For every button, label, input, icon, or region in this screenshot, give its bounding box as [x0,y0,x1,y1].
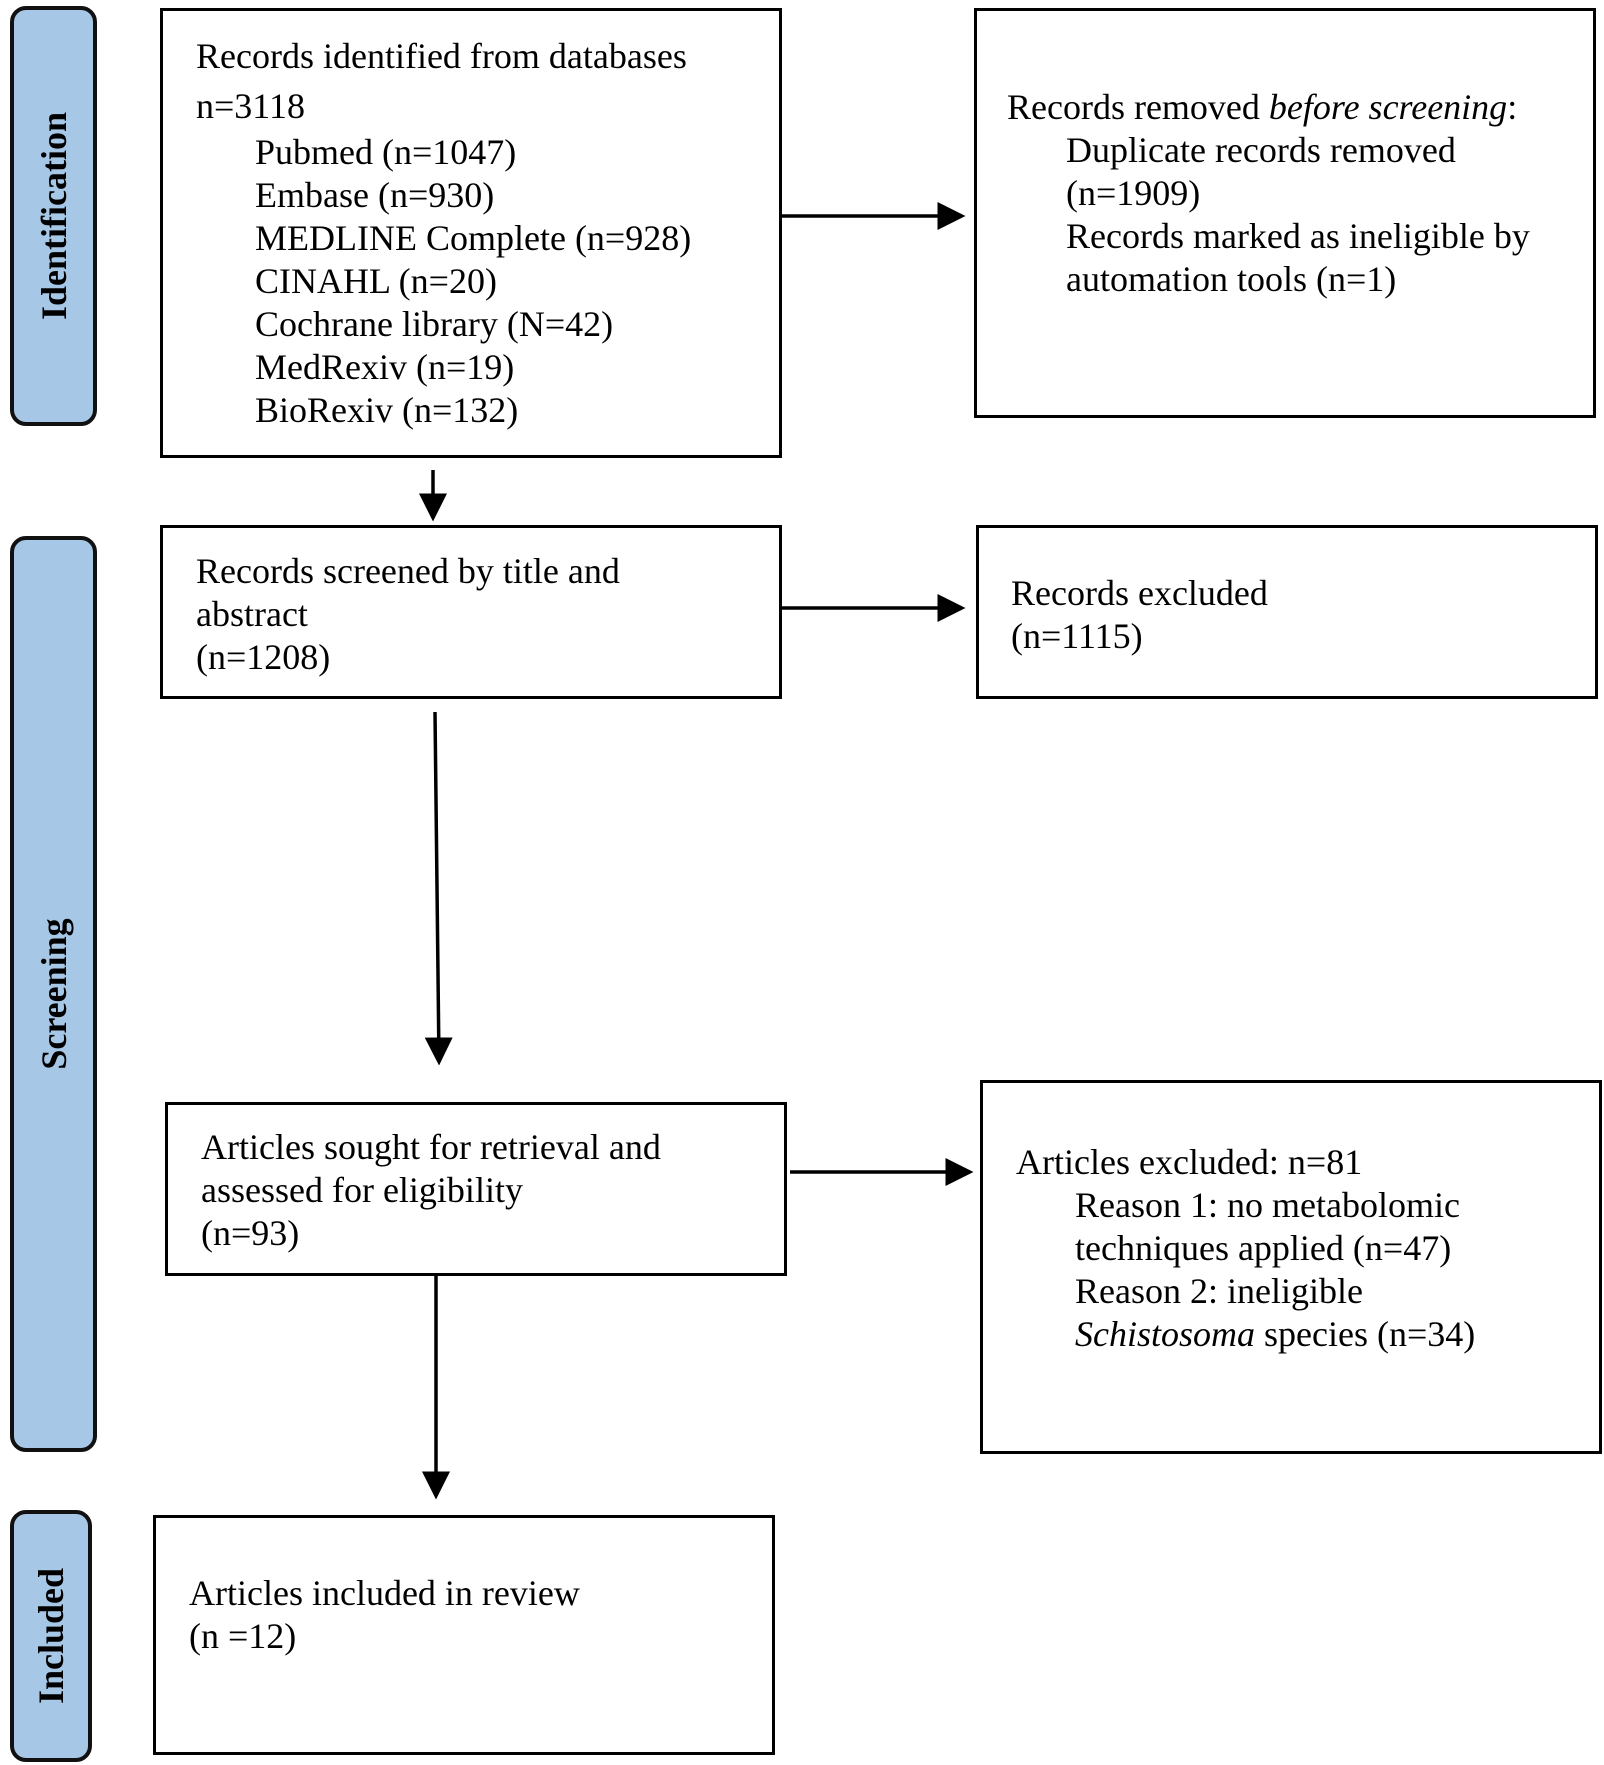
records-removed-prefix: Records removed [1007,87,1269,127]
phase-screening: Screening [10,536,97,1452]
phase-identification: Identification [10,6,97,426]
source-item: Cochrane library (N=42) [255,304,614,344]
records-screened-count: (n=1208) [196,637,331,677]
source-item: MEDLINE Complete (n=928) [255,218,692,258]
ineligible-automation-count: automation tools (n=1) [1066,259,1397,299]
articles-included-box: Articles included in review (n =12) [153,1515,775,1755]
source-item: MedRexiv (n=19) [255,347,515,387]
records-excluded-box: Records excluded (n=1115) [976,525,1598,699]
records-identified-total: n=3118 [196,86,305,126]
phase-screening-label: Screening [33,918,74,1070]
arrow-screened-to-sought [424,711,453,1066]
duplicate-records-count: (n=1909) [1066,173,1201,213]
source-item: Embase (n=930) [255,175,495,215]
source-item: CINAHL (n=20) [255,261,497,301]
source-item: BioRexiv (n=132) [255,390,519,430]
articles-included-count: (n =12) [189,1616,297,1656]
articles-excluded-box: Articles excluded: n=81 Reason 1: no met… [980,1080,1602,1454]
phase-included: Included [10,1510,92,1762]
records-identified-title: Records identified from databases [196,36,687,76]
exclusion-reason-2b: Schistosoma species (n=34) [1016,1313,1599,1356]
records-removed-emph: before screening [1268,87,1508,127]
records-screened-line1: Records screened by title and [196,551,620,591]
source-item: Pubmed (n=1047) [255,132,517,172]
records-screened-box: Records screened by title and abstract (… [160,525,782,699]
articles-sought-box: Articles sought for retrieval and assess… [165,1102,787,1276]
phase-identification-label: Identification [33,111,74,321]
schistosoma-species-name: Schistosoma [1075,1314,1255,1354]
articles-included-label: Articles included in review [189,1573,580,1613]
articles-sought-count: (n=93) [201,1213,300,1253]
records-excluded-count: (n=1115) [1011,616,1143,656]
exclusion-reason-1a: Reason 1: no metabolomic [1075,1185,1460,1225]
records-screened-line2: abstract [196,594,308,634]
phase-included-label: Included [31,1567,71,1705]
duplicate-records-label: Duplicate records removed [1066,130,1456,170]
articles-excluded-heading: Articles excluded: n=81 [1016,1142,1363,1182]
records-removed-box: Records removed before screening: Duplic… [974,8,1596,418]
records-removed-heading: Records removed before screening: [1007,86,1593,129]
records-excluded-label: Records excluded [1011,573,1268,613]
articles-sought-line1: Articles sought for retrieval and [201,1127,661,1167]
exclusion-reason-2a: Reason 2: ineligible [1075,1271,1363,1311]
articles-sought-line2: assessed for eligibility [201,1170,523,1210]
exclusion-reason-1b: techniques applied (n=47) [1075,1228,1452,1268]
records-identified-box: Records identified from databases n=3118… [160,8,782,458]
exclusion-reason-2-rest: species (n=34) [1255,1314,1476,1354]
records-removed-suffix: : [1507,87,1518,127]
ineligible-automation-label: Records marked as ineligible by [1066,216,1530,256]
